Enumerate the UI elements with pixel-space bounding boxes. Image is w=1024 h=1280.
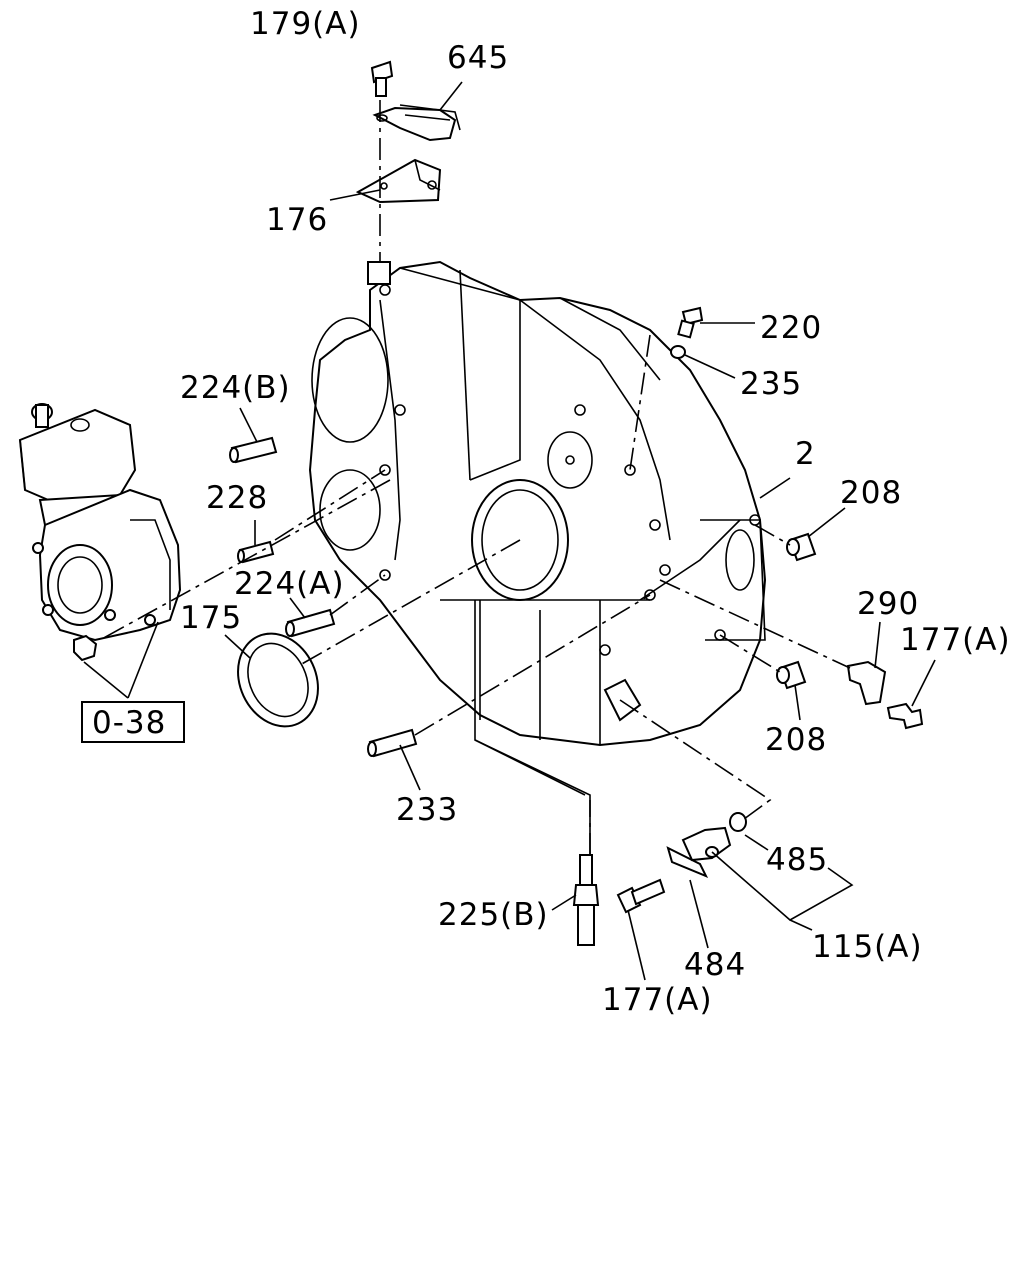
clip-645 (372, 104, 461, 142)
label-290: 290 (857, 586, 919, 622)
air-compressor (18, 403, 182, 662)
plug-208-lower (776, 660, 807, 690)
label-224b: 224(B) (180, 370, 291, 406)
label-228: 228 (206, 480, 268, 516)
leader-lines (83, 81, 936, 981)
bracket-176 (355, 158, 442, 204)
oring-235 (670, 345, 686, 359)
label-220: 220 (760, 310, 822, 346)
stud-233 (367, 728, 418, 758)
label-224a: 224(A) (234, 566, 345, 602)
bolt-177a-bottom (616, 878, 666, 914)
label-2: 2 (795, 436, 816, 472)
bolt-177a-right (886, 702, 924, 730)
oil-seal-175 (237, 632, 319, 728)
label-645: 645 (447, 40, 509, 76)
reference-box-0-38 (81, 701, 185, 743)
label-484: 484 (684, 947, 746, 983)
flywheel-housing (308, 260, 767, 855)
label-177a-right: 177(A) (900, 622, 1011, 658)
label-235: 235 (740, 366, 802, 402)
plug-208-upper (786, 532, 817, 562)
label-176: 176 (266, 202, 328, 238)
sensor-115a (681, 826, 732, 862)
bolt-220 (677, 306, 704, 339)
stud-224b (229, 436, 278, 464)
label-485: 485 (766, 842, 828, 878)
label-0-38: 0-38 (92, 705, 166, 741)
label-179a: 179(A) (250, 6, 361, 42)
label-225b: 225(B) (438, 897, 549, 933)
label-115a: 115(A) (812, 929, 923, 965)
label-175: 175 (180, 600, 242, 636)
label-208-upper: 208 (840, 475, 902, 511)
plate-484 (666, 846, 709, 878)
pin-290 (846, 660, 887, 706)
label-208-lower: 208 (765, 722, 827, 758)
label-233: 233 (396, 792, 458, 828)
stud-225b (572, 854, 600, 946)
bolt-179a (370, 60, 394, 97)
alignment-lines (99, 100, 851, 855)
stud-224a (285, 608, 336, 638)
oring-485 (729, 812, 747, 832)
label-177a-bottom: 177(A) (602, 982, 713, 1018)
